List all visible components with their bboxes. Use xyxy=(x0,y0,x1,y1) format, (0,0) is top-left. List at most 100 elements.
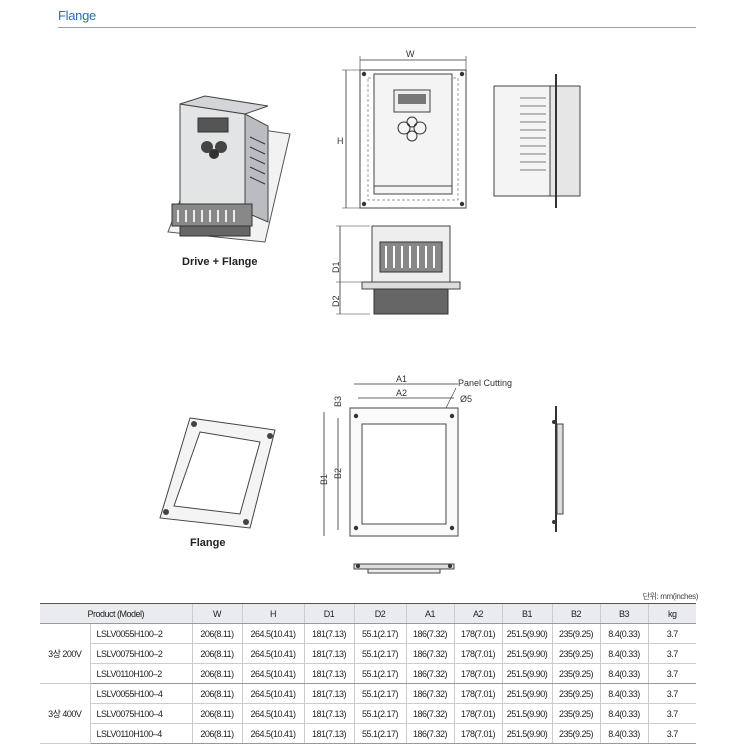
table-cell: 186(7.32) xyxy=(405,683,454,704)
col-header-d1: D1 xyxy=(303,603,354,624)
table-cell: 206(8.11) xyxy=(191,643,242,664)
table-cell: 186(7.32) xyxy=(405,643,454,664)
col-header-d2: D2 xyxy=(353,603,406,624)
col-header-w: W xyxy=(191,603,242,624)
side-view-figure xyxy=(493,74,581,208)
drive-flange-isometric-figure xyxy=(167,95,291,243)
table-cell: 251.5(9.90) xyxy=(501,683,552,704)
table-cell: 235(9.25) xyxy=(551,643,600,664)
table-cell: 178(7.01) xyxy=(453,643,502,664)
table-cell: 55.1(2.17) xyxy=(353,723,406,744)
table-cell: 235(9.25) xyxy=(551,703,600,724)
table-cell: 181(7.13) xyxy=(303,723,354,744)
table-row: LSLV0110H100–4 206(8.11) 264.5(10.41) 18… xyxy=(40,723,696,744)
table-cell: 235(9.25) xyxy=(551,623,600,644)
table-cell: 181(7.13) xyxy=(303,683,354,704)
title-divider xyxy=(58,27,696,28)
table-row: LSLV0075H100–4 206(8.11) 264.5(10.41) 18… xyxy=(40,703,696,724)
col-header-a1: A1 xyxy=(405,603,454,624)
table-cell: 264.5(10.41) xyxy=(241,723,304,744)
table-cell: 3.7 xyxy=(647,703,696,724)
table-cell: 235(9.25) xyxy=(551,723,600,744)
table-cell: 55.1(2.17) xyxy=(353,623,406,644)
table-cell: 8.4(0.33) xyxy=(599,663,648,684)
dim-d2-label: D2 xyxy=(331,295,341,307)
model-cell: LSLV0055H100–4 xyxy=(89,683,192,704)
table-row: LSLV0110H100–2 206(8.11) 264.5(10.41) 18… xyxy=(40,663,696,684)
table-cell: 3.7 xyxy=(647,683,696,704)
panel-cutting-label: Panel Cutting xyxy=(458,378,512,388)
flange-caption: Flange xyxy=(190,537,226,549)
table-cell: 235(9.25) xyxy=(551,683,600,704)
table-cell: 178(7.01) xyxy=(453,703,502,724)
table-cell: 206(8.11) xyxy=(191,623,242,644)
flange-isometric-figure xyxy=(159,417,276,529)
table-cell: 264.5(10.41) xyxy=(241,643,304,664)
dim-h-label: H xyxy=(337,136,344,146)
table-cell: 8.4(0.33) xyxy=(599,703,648,724)
table-cell: 181(7.13) xyxy=(303,663,354,684)
table-cell: 206(8.11) xyxy=(191,723,242,744)
table-cell: 55.1(2.17) xyxy=(353,703,406,724)
table-cell: 8.4(0.33) xyxy=(599,723,648,744)
col-header-b1: B1 xyxy=(501,603,552,624)
flange-front-view-figure: A1 A2 Panel Cutting Ø5 B1 B2 B3 xyxy=(319,374,512,537)
table-cell: 3.7 xyxy=(647,663,696,684)
model-cell: LSLV0075H100–4 xyxy=(89,703,192,724)
model-cell: LSLV0055H100–2 xyxy=(89,623,192,644)
table-cell: 178(7.01) xyxy=(453,623,502,644)
flange-spec-table: Product (Model) W H D1 D2 A1 A2 B1 B2 B3… xyxy=(40,603,696,744)
table-cell: 186(7.32) xyxy=(405,703,454,724)
table-cell: 264.5(10.41) xyxy=(241,623,304,644)
table-cell: 264.5(10.41) xyxy=(241,663,304,684)
col-header-b2: B2 xyxy=(551,603,600,624)
dim-a2-label: A2 xyxy=(396,388,407,398)
table-cell: 3.7 xyxy=(647,623,696,644)
model-cell: LSLV0110H100–4 xyxy=(89,723,192,744)
table-cell: 251.5(9.90) xyxy=(501,623,552,644)
flange-bottom-view-figure xyxy=(353,563,455,574)
col-header-product: Product (Model) xyxy=(40,603,192,624)
table-cell: 8.4(0.33) xyxy=(599,623,648,644)
table-cell: 181(7.13) xyxy=(303,643,354,664)
unit-note: 단위: mm(inches) xyxy=(642,592,699,601)
table-cell: 251.5(9.90) xyxy=(501,703,552,724)
table-cell: 251.5(9.90) xyxy=(501,643,552,664)
dim-b3-label: B3 xyxy=(333,396,343,407)
dim-a1-label: A1 xyxy=(396,374,407,384)
drive-flange-caption: Drive + Flange xyxy=(182,256,258,268)
table-cell: 206(8.11) xyxy=(191,663,242,684)
table-header-row: Product (Model) W H D1 D2 A1 A2 B1 B2 B3… xyxy=(40,603,696,624)
front-view-figure: W H xyxy=(337,49,467,209)
table-row: 3상 200V LSLV0055H100–2 206(8.11) 264.5(1… xyxy=(40,623,696,684)
table-cell: 264.5(10.41) xyxy=(241,683,304,704)
voltage-group-label: 3상 200V xyxy=(40,623,90,684)
table-row: LSLV0075H100–2 206(8.11) 264.5(10.41) 18… xyxy=(40,643,696,664)
table-cell: 181(7.13) xyxy=(303,703,354,724)
table-cell: 251.5(9.90) xyxy=(501,723,552,744)
dim-d1-label: D1 xyxy=(331,261,341,273)
table-cell: 3.7 xyxy=(647,723,696,744)
model-cell: LSLV0075H100–2 xyxy=(89,643,192,664)
table-cell: 178(7.01) xyxy=(453,683,502,704)
table-cell: 181(7.13) xyxy=(303,623,354,644)
voltage-group-label: 3상 400V xyxy=(40,683,90,744)
table-cell: 178(7.01) xyxy=(453,663,502,684)
table-cell: 206(8.11) xyxy=(191,703,242,724)
col-header-b3: B3 xyxy=(599,603,648,624)
col-header-kg: kg xyxy=(647,603,696,624)
table-cell: 264.5(10.41) xyxy=(241,703,304,724)
table-cell: 235(9.25) xyxy=(551,663,600,684)
flange-side-view-figure xyxy=(552,406,564,532)
table-cell: 206(8.11) xyxy=(191,683,242,704)
model-cell: LSLV0110H100–2 xyxy=(89,663,192,684)
bottom-view-figure: D1 D2 xyxy=(331,225,461,315)
table-cell: 3.7 xyxy=(647,643,696,664)
table-cell: 186(7.32) xyxy=(405,723,454,744)
table-cell: 8.4(0.33) xyxy=(599,643,648,664)
hole-diameter-label: Ø5 xyxy=(460,394,472,404)
col-header-h: H xyxy=(241,603,304,624)
dim-b1-label: B1 xyxy=(319,474,329,485)
table-cell: 55.1(2.17) xyxy=(353,683,406,704)
section-title: Flange xyxy=(58,8,96,23)
